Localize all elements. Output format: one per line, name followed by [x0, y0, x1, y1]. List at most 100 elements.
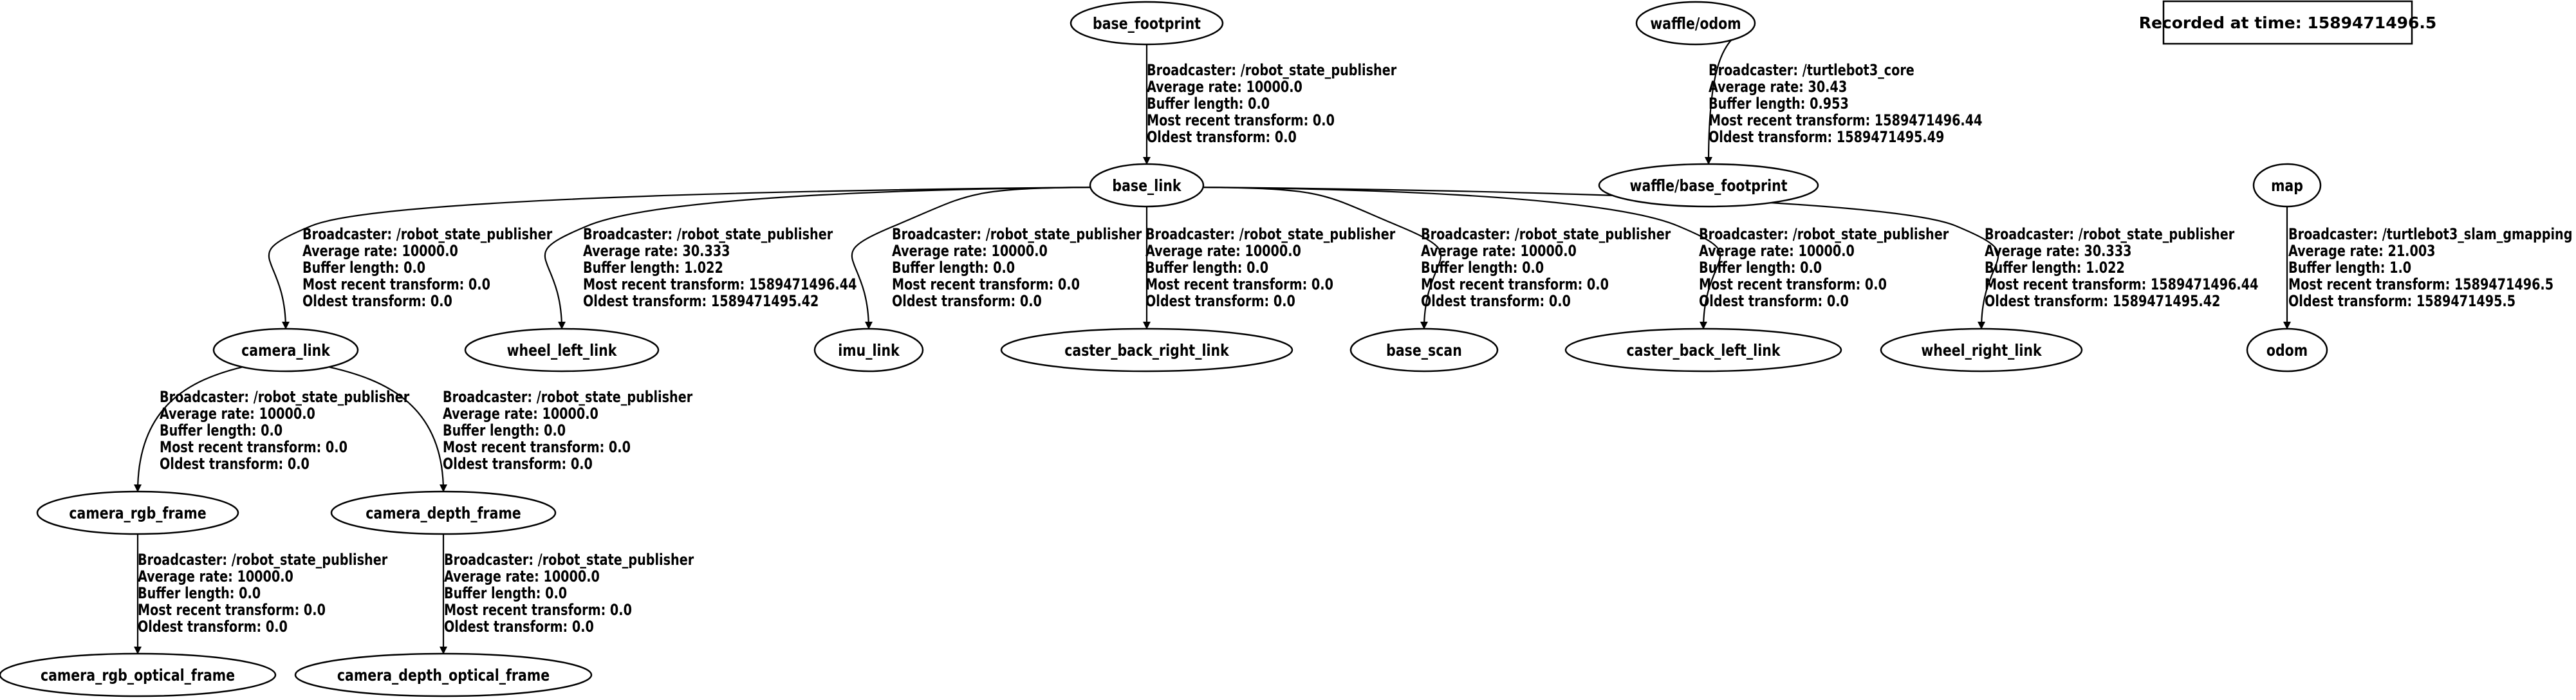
transform-edge: Broadcaster: /robot_state_publisherAvera… — [544, 186, 1094, 329]
edge-label-line: Average rate: 10000.0 — [302, 243, 458, 261]
edge-label-line: Average rate: 10000.0 — [138, 568, 293, 586]
edge-label-line: Buffer length: 0.0 — [892, 259, 1015, 277]
frame-node-camera-rgb-frame[interactable]: camera_rgb_frame — [36, 490, 239, 535]
frame-name: waffle/base_footprint — [1630, 177, 1788, 195]
edge-label-line: Most recent transform: 0.0 — [1145, 276, 1333, 294]
frame-node-base-scan[interactable]: base_scan — [1349, 327, 1499, 373]
edge-label-line: Broadcaster: /robot_state_publisher — [892, 226, 1142, 244]
edge-label-line: Broadcaster: /robot_state_publisher — [444, 551, 694, 569]
frame-node-imu-link[interactable]: imu_link — [813, 327, 924, 373]
edge-label-line: Average rate: 10000.0 — [160, 405, 315, 423]
frame-name: wheel_right_link — [1921, 342, 2042, 360]
edge-label-line: Most recent transform: 1589471496.44 — [1985, 276, 2258, 294]
edge-label-line: Oldest transform: 0.0 — [1145, 293, 1295, 311]
transform-edge: Broadcaster: /robot_state_publisherAvera… — [268, 186, 1094, 329]
edge-label-line: Broadcaster: /robot_state_publisher — [583, 226, 833, 244]
frame-name: camera_link — [241, 342, 330, 360]
edge-label: Broadcaster: /robot_state_publisherAvera… — [160, 389, 409, 474]
edge-arrow — [328, 366, 447, 492]
edge-label: Broadcaster: /robot_state_publisherAvera… — [444, 551, 694, 636]
edge-label-line: Most recent transform: 0.0 — [1421, 276, 1609, 294]
frame-name: base_footprint — [1093, 15, 1201, 33]
transform-edge: Broadcaster: /robot_state_publisherAvera… — [1200, 186, 2258, 329]
edge-label-line: Average rate: 30.333 — [583, 243, 730, 261]
edge-label-line: Broadcaster: /turtlebot3_slam_gmapping — [2288, 226, 2572, 244]
edge-label: Broadcaster: /robot_state_publisherAvera… — [583, 226, 857, 311]
edge-label: Broadcaster: /robot_state_publisherAvera… — [1985, 226, 2258, 311]
edge-label-line: Buffer length: 0.0 — [1421, 259, 1544, 277]
frame-name: camera_rgb_optical_frame — [41, 667, 235, 685]
frame-node-camera-rgb-optical-frame[interactable]: camera_rgb_optical_frame — [0, 652, 277, 697]
edge-label: Broadcaster: /robot_state_publisherAvera… — [1145, 226, 1395, 311]
edge-label-line: Average rate: 10000.0 — [1145, 243, 1301, 261]
frame-node-camera-depth-frame[interactable]: camera_depth_frame — [330, 490, 557, 535]
frame-node-camera-link[interactable]: camera_link — [212, 327, 359, 373]
edge-label-line: Most recent transform: 0.0 — [1147, 112, 1335, 130]
edge-arrow — [544, 186, 1094, 329]
transform-edge: Broadcaster: /turtlebot3_slam_gmappingAv… — [2283, 207, 2572, 329]
edge-label-line: Broadcaster: /robot_state_publisher — [1985, 226, 2234, 244]
edge-label: Broadcaster: /robot_state_publisherAvera… — [1699, 226, 1949, 311]
edge-label-line: Broadcaster: /robot_state_publisher — [1145, 226, 1395, 244]
edge-label-line: Buffer length: 0.0 — [443, 422, 566, 440]
edge-label: Broadcaster: /robot_state_publisherAvera… — [443, 389, 692, 474]
edge-label-line: Average rate: 21.003 — [2288, 243, 2436, 261]
edge-label-line: Broadcaster: /robot_state_publisher — [443, 389, 692, 407]
frame-name: camera_depth_frame — [366, 504, 521, 522]
frame-name: camera_rgb_frame — [69, 504, 206, 522]
frame-node-base-footprint[interactable]: base_footprint — [1070, 1, 1224, 46]
frame-node-caster-back-left-link[interactable]: caster_back_left_link — [1564, 327, 1842, 373]
frame-node-waffle-odom[interactable]: waffle/odom — [1635, 1, 1756, 46]
edge-label: Broadcaster: /robot_state_publisherAvera… — [1421, 226, 1671, 311]
edge-label-line: Average rate: 10000.0 — [1421, 243, 1577, 261]
frame-node-map[interactable]: map — [2252, 163, 2322, 208]
frame-node-base-link[interactable]: base_link — [1089, 163, 1205, 208]
edge-label-line: Oldest transform: 0.0 — [1147, 129, 1297, 147]
frame-node-camera-depth-optical-frame[interactable]: camera_depth_optical_frame — [294, 652, 593, 697]
edge-arrow — [268, 186, 1094, 329]
edge-label-line: Buffer length: 1.022 — [583, 259, 723, 277]
frame-name: base_link — [1112, 177, 1181, 195]
edge-label-line: Average rate: 30.43 — [1709, 78, 1847, 97]
edge-label-line: Average rate: 10000.0 — [444, 568, 600, 586]
edge-label-line: Average rate: 10000.0 — [892, 243, 1048, 261]
frame-node-wheel-left-link[interactable]: wheel_left_link — [464, 327, 660, 373]
edge-label-line: Broadcaster: /robot_state_publisher — [138, 551, 387, 569]
frame-node-odom[interactable]: odom — [2246, 327, 2328, 373]
edge-label-line: Oldest transform: 0.0 — [443, 456, 593, 474]
edge-label-line: Most recent transform: 1589471496.5 — [2288, 276, 2553, 294]
transform-edge: Broadcaster: /robot_state_publisherAvera… — [1143, 207, 1395, 329]
edge-label-line: Most recent transform: 0.0 — [443, 439, 631, 457]
frame-node-wheel-right-link[interactable]: wheel_right_link — [1880, 327, 2083, 373]
edge-label-line: Oldest transform: 1589471495.49 — [1709, 129, 1944, 147]
edge-label-line: Buffer length: 1.0 — [2288, 259, 2411, 277]
edge-label-line: Oldest transform: 0.0 — [138, 618, 288, 636]
edge-arrow — [1200, 186, 1999, 329]
transform-edge: Broadcaster: /robot_state_publisherAvera… — [134, 366, 409, 492]
edge-label-line: Most recent transform: 1589471496.44 — [583, 276, 857, 294]
edge-label-line: Most recent transform: 0.0 — [1699, 276, 1887, 294]
edge-label-line: Average rate: 10000.0 — [1147, 78, 1302, 97]
transform-edge: Broadcaster: /robot_state_publisherAvera… — [1200, 186, 1949, 329]
frame-node-caster-back-right-link[interactable]: caster_back_right_link — [1000, 327, 1293, 373]
edge-label-line: Broadcaster: /robot_state_publisher — [1421, 226, 1671, 244]
edge-label-line: Broadcaster: /robot_state_publisher — [160, 389, 409, 407]
edge-label: Broadcaster: /robot_state_publisherAvera… — [1147, 62, 1396, 147]
edge-label: Broadcaster: /robot_state_publisherAvera… — [302, 226, 552, 311]
edge-label-line: Average rate: 10000.0 — [443, 405, 598, 423]
edge-label-line: Broadcaster: /robot_state_publisher — [1699, 226, 1949, 244]
edge-label-line: Oldest transform: 0.0 — [302, 293, 452, 311]
transform-edge: Broadcaster: /robot_state_publisherAvera… — [328, 366, 692, 492]
edge-label-line: Buffer length: 0.0 — [444, 585, 567, 603]
frame-node-waffle-base-footprint[interactable]: waffle/base_footprint — [1598, 163, 1819, 208]
frame-name: caster_back_left_link — [1627, 342, 1781, 360]
frame-name: map — [2271, 177, 2303, 195]
edge-label-line: Buffer length: 0.0 — [160, 422, 283, 440]
recorded-time-box: Recorded at time: 1589471496.5 — [2139, 0, 2436, 45]
edge-label-line: Oldest transform: 0.0 — [1421, 293, 1571, 311]
edge-label-line: Oldest transform: 1589471495.42 — [1985, 293, 2220, 311]
transform-edge: Broadcaster: /robot_state_publisherAvera… — [134, 534, 387, 654]
edge-label-line: Buffer length: 0.0 — [1699, 259, 1822, 277]
